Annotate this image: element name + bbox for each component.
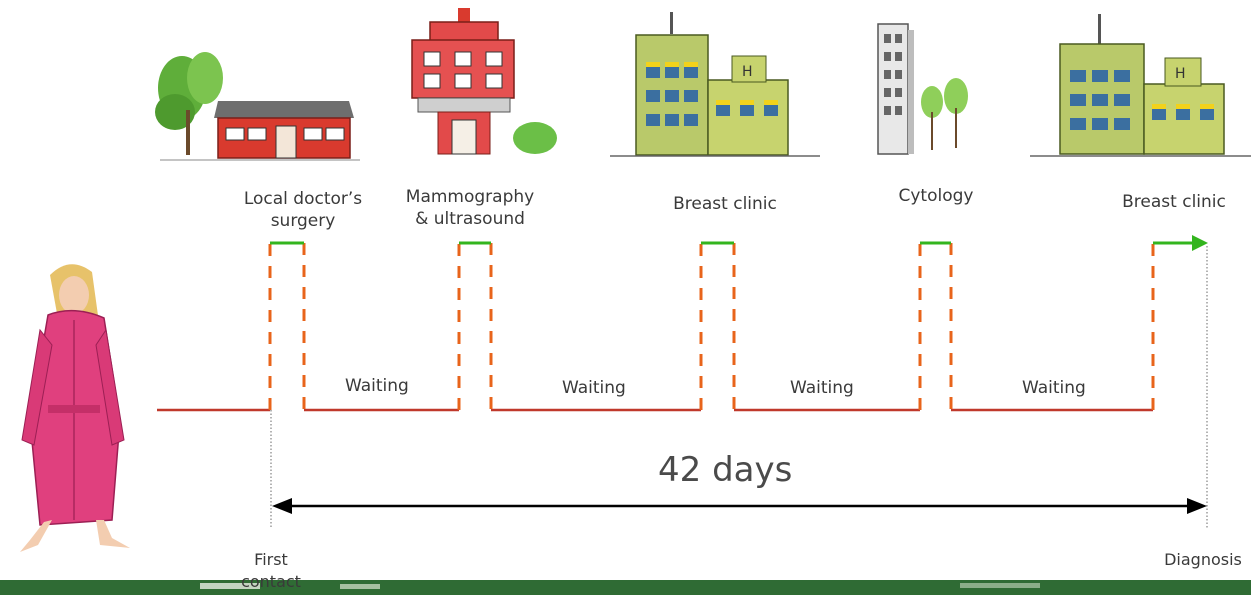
duration-arrow bbox=[270, 246, 1208, 528]
stop-label-local-doctor: Local doctor’s surgery bbox=[228, 188, 378, 232]
waiting-label-2: Waiting bbox=[562, 378, 626, 398]
final-arrow-head bbox=[1192, 235, 1208, 251]
diagnosis-label: Diagnosis bbox=[1164, 550, 1242, 569]
waiting-label-1: Waiting bbox=[345, 376, 409, 396]
stop-label-cytology: Cytology bbox=[866, 185, 1006, 207]
svg-text:H: H bbox=[1175, 66, 1186, 82]
stop-label-line1: Mammography bbox=[405, 187, 535, 207]
breast-clinic-building-1: H bbox=[610, 12, 820, 157]
stop-label-breast-clinic-2: Breast clinic bbox=[1104, 191, 1244, 213]
stop-label-line1: Cytology bbox=[898, 186, 974, 206]
stop-label-line2: surgery bbox=[270, 211, 336, 231]
stop-label-line2: & ultrasound bbox=[415, 209, 525, 229]
pathway-graph bbox=[157, 235, 1208, 412]
svg-text:H: H bbox=[742, 64, 753, 80]
stop-label-line1: Breast clinic bbox=[1122, 192, 1226, 212]
stop-label-line1: Local doctor’s bbox=[243, 189, 363, 209]
footer-strip bbox=[0, 580, 1251, 595]
stop-label-mammography: Mammography & ultrasound bbox=[395, 186, 545, 230]
patient-figure bbox=[20, 264, 130, 552]
stop-label-breast-clinic-1: Breast clinic bbox=[650, 193, 800, 215]
waiting-label-3: Waiting bbox=[790, 378, 854, 398]
breast-clinic-building-2: H bbox=[1030, 14, 1251, 157]
waiting-label-4: Waiting bbox=[1022, 378, 1086, 398]
mammography-building bbox=[411, 8, 557, 155]
cytology-building bbox=[877, 23, 968, 155]
first-contact-line2: contact bbox=[241, 572, 301, 591]
first-contact-label: First contact bbox=[236, 549, 306, 593]
local-doctor-surgery-building bbox=[155, 52, 360, 161]
first-contact-line1: First bbox=[254, 550, 288, 569]
duration-label: 42 days bbox=[658, 450, 793, 490]
stop-label-line1: Breast clinic bbox=[673, 194, 777, 214]
